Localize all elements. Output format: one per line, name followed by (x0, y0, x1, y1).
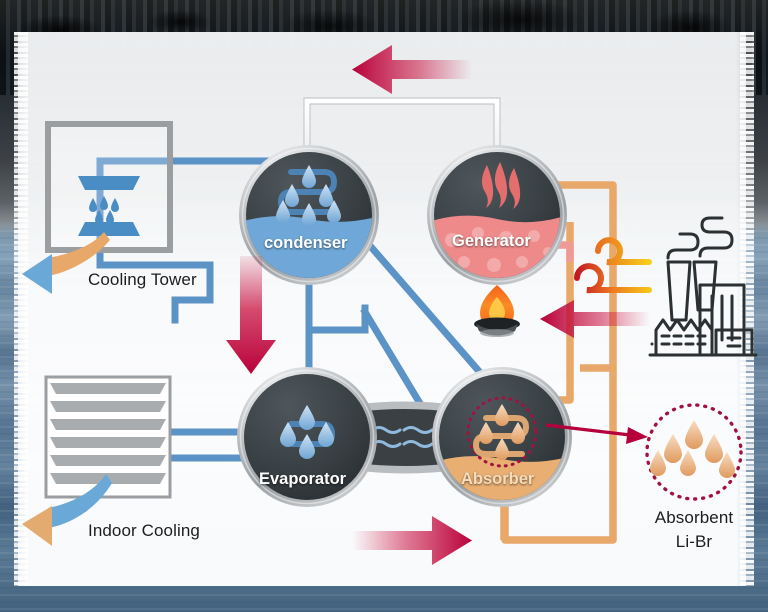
generator-label: Generator (452, 232, 531, 250)
absorber-to-absorbent-arrow (545, 423, 648, 444)
absorbent-label-line2: Li-Br (675, 532, 713, 551)
indoor-cooling-label: Indoor Cooling (88, 521, 200, 540)
absorber-highlight-ring (466, 396, 538, 468)
panel-left-edge (14, 32, 28, 586)
condenser-label: condenser (264, 234, 348, 252)
heat-spiral-icon-lower (574, 263, 652, 294)
absorber-vessel (432, 367, 572, 507)
indoor-cooling-airflow-swoosh (22, 474, 112, 546)
factory-heat-to-burner-arrow (540, 300, 650, 338)
cooling-tower-droplets (89, 196, 119, 224)
absorbent-droplets-icon (650, 420, 735, 478)
cooling-tower-exhaust-swoosh (22, 232, 110, 294)
evaporator-absorber-neck (352, 401, 458, 474)
evaporator-vessel (237, 367, 377, 507)
generator-bubbles (445, 227, 553, 272)
condenser-vessel (239, 145, 379, 285)
burner-icon (474, 317, 520, 337)
top-waste-heat-arrow (352, 45, 472, 94)
bottom-return-arrow (352, 516, 472, 565)
cooling-tower-label: Cooling Tower (88, 270, 197, 289)
absorbent-label-line1: Absorbent (654, 508, 734, 527)
cooling-tower-icon (78, 176, 140, 236)
water-droplets-coil-icon (276, 165, 341, 226)
generator-vessel (427, 145, 567, 285)
absorbent-droplets-coil-icon (472, 404, 530, 460)
heat-spiral-icon-upper (595, 237, 652, 266)
absorber-solution-level (439, 456, 565, 500)
evaporator-label: Evaporator (259, 470, 347, 488)
heat-flame-waves-icon (481, 162, 521, 209)
evaporator-droplets-coil-icon (280, 405, 336, 459)
absorber-label: Absorber (461, 470, 535, 488)
absorbent-dotted-ring (645, 403, 743, 501)
condenser-to-evaporator-arrow (226, 256, 276, 374)
panel-right-edge (740, 32, 754, 586)
factory-icon (648, 216, 758, 357)
